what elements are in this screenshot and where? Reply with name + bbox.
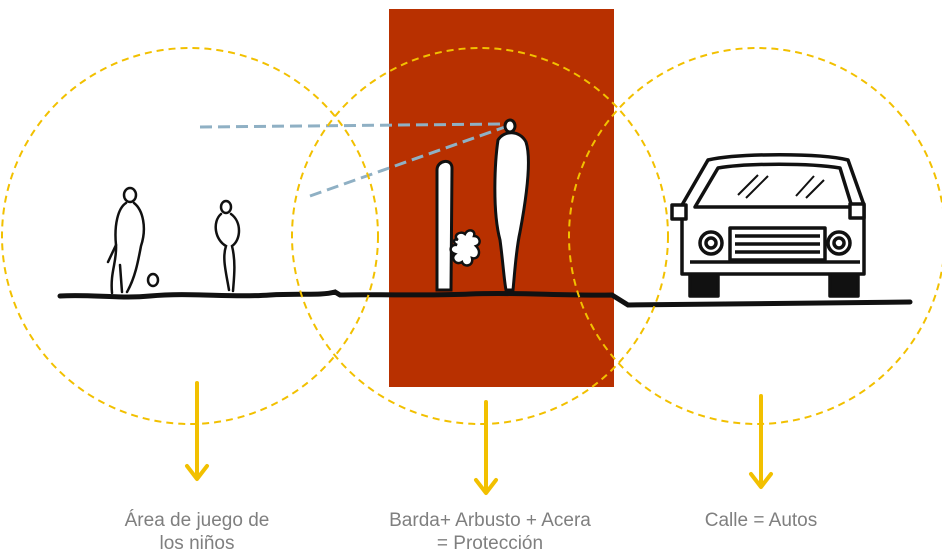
car-front-icon bbox=[670, 153, 866, 298]
shrub-icon bbox=[449, 229, 481, 267]
caption-street-line-1: Calle = Autos bbox=[704, 510, 818, 531]
zone-circle-play-area bbox=[1, 47, 379, 425]
child-figure-icon bbox=[214, 199, 241, 293]
arrow-down-icon bbox=[474, 400, 498, 495]
person-figure-icon bbox=[106, 186, 146, 295]
zone-circle-street bbox=[568, 47, 942, 425]
caption-protection-line-1: Barda+ Arbusto + Acera bbox=[389, 510, 591, 531]
caption-play-area-line-2: los niños bbox=[159, 533, 235, 554]
caption-street: Calle = Autos bbox=[646, 509, 876, 532]
ground-line bbox=[57, 289, 913, 308]
arrow-down-icon bbox=[749, 394, 773, 489]
caption-protection-line-2: = Protección bbox=[436, 533, 544, 554]
caption-play-area: Área de juego de los niños bbox=[82, 509, 312, 555]
observer-figure-icon bbox=[493, 118, 530, 292]
caption-protection: Barda+ Arbusto + Acera = Protección bbox=[375, 509, 605, 555]
arrow-down-icon bbox=[185, 381, 209, 481]
ball-icon bbox=[146, 272, 160, 288]
caption-play-area-line-1: Área de juego de bbox=[124, 510, 270, 531]
sightline-dashes bbox=[199, 122, 506, 198]
wall-post-icon bbox=[435, 160, 454, 292]
zone-circle-protection bbox=[291, 47, 669, 425]
